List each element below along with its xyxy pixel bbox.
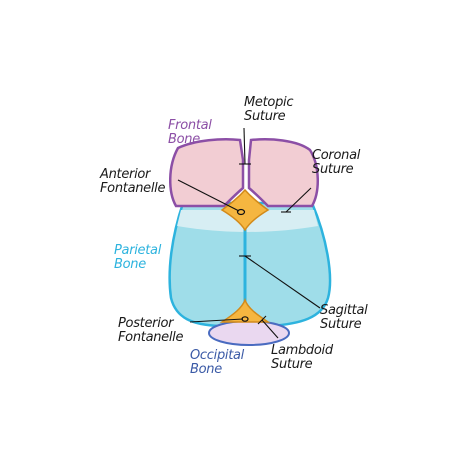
anterior-fontanelle-label: Anterior Fontanelle: [100, 167, 166, 196]
metopic-leader: [243, 127, 246, 165]
lambdoid-suture-label: Lambdoid Suture: [271, 343, 333, 372]
parietal-bone-label: Parietal Bone: [114, 243, 162, 272]
lambdoid-leader: [261, 319, 279, 339]
anterior-fontanelle-shape: [220, 188, 270, 232]
sagittal-leader: [244, 255, 321, 309]
occipital-bone-label: Occipital Bone: [190, 348, 244, 377]
metopic-suture-label: Metopic Suture: [244, 95, 294, 124]
coronal-suture-label: Coronal Suture: [312, 148, 361, 177]
frontal-bone-label: Frontal Bone: [168, 118, 212, 147]
posterior-fontanelle-label: Posterior Fontanelle: [118, 316, 184, 345]
posterior-fontanelle-leader: [189, 318, 244, 323]
frontal-bone-left-shape: [169, 138, 245, 208]
frontal-bone-right-shape: [247, 138, 319, 208]
sagittal-suture-label: Sagittal Suture: [320, 303, 368, 332]
occipital-bone-shape: [208, 320, 290, 346]
anterior-fontanelle-dot: [236, 208, 246, 216]
coronal-leader: [285, 187, 312, 213]
anterior-fontanelle-leader: [177, 179, 240, 212]
posterior-fontanelle-shape: [219, 297, 271, 323]
lambdoid-tick: [257, 315, 267, 325]
